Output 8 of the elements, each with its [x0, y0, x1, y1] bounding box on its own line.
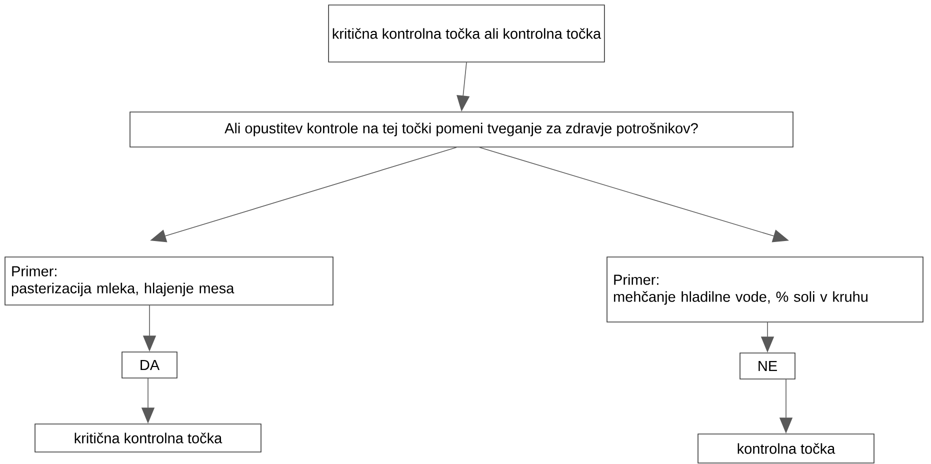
example-box: Primer: mehčanje hladilne vode, % soli v kruhu — [606, 256, 924, 322]
process-box: kontrolna točka — [698, 434, 874, 464]
process-box: kritična kontrolna točka — [34, 424, 262, 452]
process-box: kritična kontrolna točka ali kontrolna točka — [328, 4, 605, 62]
example-box: Primer: pasterizacija mleka, hlajenje mesa — [4, 256, 334, 306]
process-box: Ali opustitev kontrole na tej točki pomeni tveganje za zdravje potrošnikov? — [130, 112, 794, 148]
process-box: DA — [122, 352, 178, 378]
process-box: NE — [740, 352, 796, 380]
